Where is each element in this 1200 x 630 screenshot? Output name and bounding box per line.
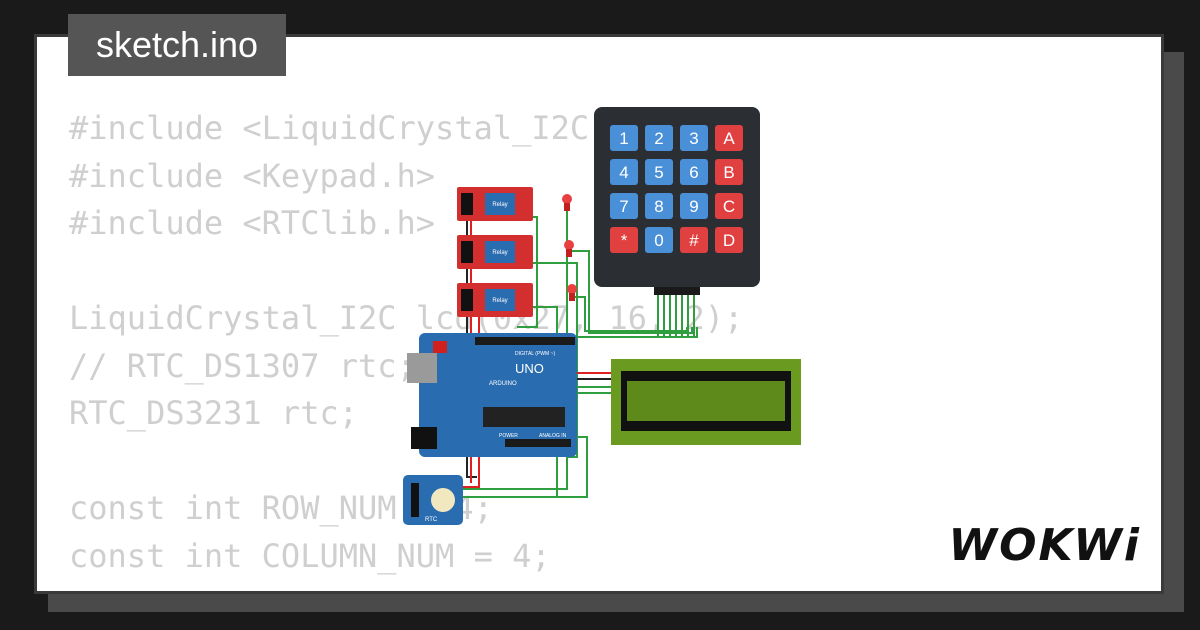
- lcd-16x2: [611, 359, 801, 445]
- code-line: // RTC_DS1307 rtc;: [69, 346, 416, 385]
- keypad-key[interactable]: [610, 159, 638, 185]
- board-brand: ARDUINO: [489, 381, 517, 387]
- rtc-label: RTC: [425, 517, 438, 523]
- keypad-key-label: B: [723, 163, 734, 182]
- keypad-key[interactable]: [645, 227, 673, 253]
- preview-card[interactable]: #include <LiquidCrystal_I2C.h> #include <…: [34, 34, 1164, 594]
- keypad-key-label: 9: [689, 197, 698, 216]
- keypad-key[interactable]: [610, 193, 638, 219]
- relay-label: Relay: [492, 202, 507, 208]
- keypad-key[interactable]: [680, 159, 708, 185]
- keypad-key-label: C: [723, 197, 735, 216]
- keypad-key-label: 3: [689, 129, 698, 148]
- led-red-3: [567, 284, 577, 301]
- code-line: #include <LiquidCrystal_I2C.h>: [69, 109, 647, 147]
- code-preview: #include <LiquidCrystal_I2C.h> #include <…: [69, 105, 743, 580]
- digital-label: DIGITAL (PWM ~): [515, 351, 555, 357]
- keypad-key[interactable]: [645, 125, 673, 151]
- keypad-key-label: 7: [619, 197, 628, 216]
- arduino-uno: UNO ARDUINO DIGITAL (PWM ~) ANALOG IN PO…: [407, 333, 577, 457]
- analog-label: ANALOG IN: [539, 433, 567, 439]
- code-line: #include <Keypad.h>: [69, 156, 436, 195]
- code-line: const int ROW_NUM = 4;: [69, 489, 493, 527]
- keypad-key[interactable]: [610, 125, 638, 151]
- code-line: const int COLUMN_NUM = 4;: [69, 536, 551, 575]
- keypad-key-label: 4: [619, 163, 628, 182]
- keypad-key[interactable]: [680, 125, 708, 151]
- keypad-key[interactable]: [610, 227, 638, 253]
- circuit-diagram: Relay Relay Relay 1 2 3 A 4 5 6 B 7 8 9 C * 0 # D: [403, 107, 801, 525]
- keypad-key-label: 5: [654, 163, 663, 182]
- code-line: RTC_DS3231 rtc;: [69, 394, 358, 432]
- keypad-key-label: D: [723, 231, 735, 250]
- relay-label: Relay: [492, 298, 507, 304]
- power-label: POWER: [499, 433, 518, 439]
- keypad-key[interactable]: [645, 193, 673, 219]
- keypad-key-label: A: [723, 129, 735, 148]
- filename-tab[interactable]: sketch.ino: [68, 14, 286, 76]
- keypad-key[interactable]: [715, 227, 743, 253]
- keypad-key[interactable]: [680, 227, 708, 253]
- keypad-key-label: 1: [619, 129, 628, 148]
- keypad-key[interactable]: [680, 193, 708, 219]
- keypad-key-label: #: [689, 231, 699, 250]
- rtc-module: RTC: [403, 475, 463, 525]
- relay-label: Relay: [492, 250, 507, 256]
- wokwi-logo: WOKWi: [948, 520, 1141, 571]
- code-line: #include <RTClib.h>: [69, 204, 436, 242]
- relay-module-3: Relay: [457, 283, 533, 317]
- led-red-1: [562, 194, 572, 211]
- keypad-4x4: 1 2 3 A 4 5 6 B 7 8 9 C * 0 # D: [594, 107, 760, 337]
- board-model: UNO: [515, 361, 544, 376]
- relay-module-1: Relay: [457, 187, 533, 221]
- relay-module-2: Relay: [457, 235, 533, 269]
- keypad-key[interactable]: [715, 125, 743, 151]
- keypad-key-label: 0: [654, 231, 663, 250]
- keypad-key-label: 8: [654, 197, 663, 216]
- led-red-2: [564, 240, 574, 257]
- keypad-key[interactable]: [715, 193, 743, 219]
- keypad-key[interactable]: [645, 159, 673, 185]
- keypad-key[interactable]: [715, 159, 743, 185]
- keypad-key-label: 2: [654, 129, 663, 148]
- keypad-key-label: *: [621, 231, 628, 250]
- keypad-key-label: 6: [689, 163, 698, 182]
